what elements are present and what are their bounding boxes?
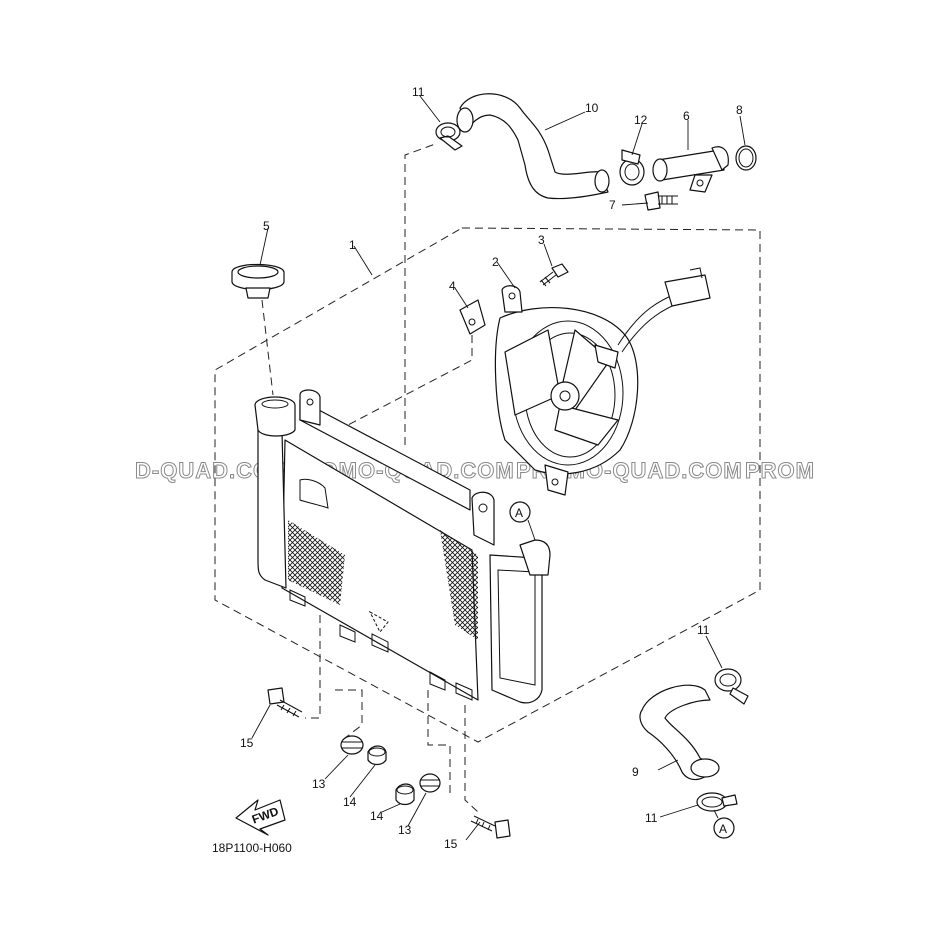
connector-a-lower-label: A [719, 822, 727, 836]
callout-labels: 1 2 3 4 5 6 7 8 9 10 11 11 11 12 13 13 1… [240, 85, 743, 851]
connector-a-lower-leader [713, 809, 719, 819]
lower-hose [639, 684, 720, 781]
callout-13-right: 13 [398, 823, 412, 837]
collar-right [395, 783, 415, 806]
callout-12: 12 [634, 113, 648, 127]
callout-13-left: 13 [312, 777, 326, 791]
callout-14-left: 14 [343, 795, 357, 809]
callout-6: 6 [683, 109, 690, 123]
connector-a-upper-label: A [515, 506, 523, 520]
connector-a-lower: A [713, 817, 735, 839]
part-code: 18P1100-H060 [212, 841, 292, 855]
watermark-text-4: PROM [745, 458, 815, 483]
lower-hose-clamp-top [714, 668, 749, 705]
bracket-guide-line [347, 335, 473, 426]
joint-pipe [652, 146, 729, 193]
radiator-cap [231, 263, 285, 299]
callout-7: 7 [609, 198, 616, 212]
fan-stay [459, 285, 523, 335]
collar-left [367, 745, 387, 766]
assembly-boundary [214, 227, 761, 743]
cooling-fan [494, 267, 711, 496]
connector-a-upper-leader [527, 519, 536, 541]
callout-2: 2 [492, 255, 499, 269]
hose-guide-line [404, 142, 439, 445]
forward-arrow-icon: FWD [235, 799, 286, 836]
callout-5: 5 [263, 219, 270, 233]
filler-neck [254, 396, 296, 437]
joint-bolt [644, 191, 678, 211]
callout-9: 9 [632, 765, 639, 779]
callout-leaders [251, 95, 746, 841]
connector-a-upper: A [509, 501, 531, 523]
watermark: D-QUAD.COM PROMO-QUAD.COM PROMO-QUAD.COM… [135, 458, 815, 484]
grommet-left [340, 735, 364, 755]
upper-hose-clamp [435, 122, 463, 151]
callout-14-right: 14 [370, 809, 384, 823]
grommet-right [419, 773, 441, 793]
callout-15-left: 15 [240, 736, 254, 750]
lower-guide-left [305, 615, 363, 739]
small-hose-clamp [619, 149, 645, 186]
cap-guide-line [261, 299, 274, 396]
callout-11-lower-right: 11 [697, 623, 710, 637]
upper-hose [456, 93, 610, 200]
o-ring-inner [738, 148, 754, 168]
callout-1: 1 [349, 238, 356, 252]
fan-bolt [539, 263, 569, 287]
callout-4: 4 [449, 279, 456, 293]
mount-bolt-right [470, 815, 511, 839]
callout-8: 8 [736, 103, 743, 117]
radiator [257, 389, 551, 704]
callout-3: 3 [538, 233, 545, 247]
callout-15-right: 15 [444, 837, 458, 851]
callout-11-bottom: 11 [645, 811, 658, 825]
lower-hose-clamp-bottom [696, 792, 738, 812]
lower-guide-right [427, 690, 479, 813]
mount-bolt-left [267, 687, 303, 718]
callout-11-upper: 11 [412, 85, 425, 99]
callout-10: 10 [585, 101, 599, 115]
